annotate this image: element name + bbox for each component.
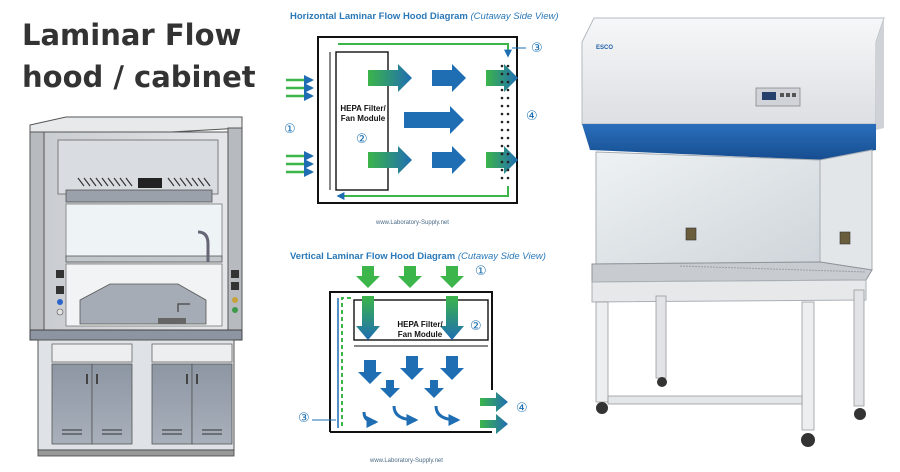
hood-display (138, 178, 162, 188)
cabinet-control-display (762, 92, 776, 100)
vertical-cabinet-outline (329, 291, 493, 432)
cabinet-socket-right (839, 231, 851, 245)
horizontal-filter-label-1: HEPA Filter/ (340, 104, 386, 113)
hood-drawer-right (151, 343, 233, 363)
hood-left-controls (56, 270, 64, 316)
vertical-laminar-arrows (358, 356, 464, 398)
hood-door-3 (151, 363, 193, 445)
vertical-diagram-title: Vertical Laminar Flow Hood Diagram (Cuta… (290, 251, 546, 262)
hood-left-side (29, 131, 45, 333)
vertical-filter-arrows (356, 296, 464, 340)
horizontal-callout-4: ④ (526, 109, 538, 124)
cabinet-chamber-back (595, 151, 821, 265)
vertical-title-text: Vertical Laminar Flow Hood Diagram (290, 251, 456, 262)
vertical-callout-2: ② (470, 319, 482, 334)
cabinet-grille-line (679, 265, 867, 273)
vertical-recirculation-path (341, 297, 352, 426)
cabinet-chamber-side (819, 149, 873, 271)
page-title: Laminar Flow hood / cabinet (22, 14, 256, 98)
horizontal-callout-2: ② (356, 132, 368, 147)
vertical-filter-label-2: Fan Module (397, 330, 443, 339)
vent-right (167, 177, 211, 187)
hood-sink (158, 318, 186, 324)
cabinet-socket-left (685, 227, 697, 241)
title-line-2: hood / cabinet (22, 60, 256, 94)
horizontal-callout-3: ③ (531, 41, 543, 56)
hood-baffle (65, 189, 213, 203)
cabinet-control-buttons (780, 93, 796, 97)
horizontal-cabinet-outline (317, 36, 518, 204)
horizontal-diagram-credit: www.Laboratory-Supply.net (376, 220, 449, 226)
cabinet-brand-logo: ESCO (596, 45, 614, 51)
horizontal-filter-label: HEPA Filter/ Fan Module (338, 104, 388, 124)
vertical-callout-4: ④ (516, 401, 528, 416)
cabinet-top-side (876, 18, 884, 130)
hood-sash-latch (197, 230, 210, 262)
horizontal-top-circulation (338, 43, 512, 58)
hood-door-vents (62, 429, 222, 435)
horizontal-callout-1: ① (284, 122, 296, 137)
cabinet-stand-leg-br (853, 289, 865, 407)
hood-door-4 (191, 363, 233, 445)
hood-door-2 (91, 363, 133, 445)
hood-door-1 (51, 363, 93, 445)
horizontal-diagram-title: Horizontal Laminar Flow Hood Diagram (Cu… (290, 11, 559, 22)
vertical-outflow-curves (362, 405, 461, 428)
horizontal-title-text: Horizontal Laminar Flow Hood Diagram (290, 11, 468, 22)
cabinet-stand-leg-fr (801, 301, 815, 431)
cabinet-lower-body (591, 279, 867, 303)
hood-faucet (177, 303, 190, 312)
horizontal-filter-label-2: Fan Module (340, 114, 386, 123)
cabinet-top-housing (581, 17, 885, 125)
horizontal-grille-dots (500, 64, 510, 180)
hood-drawer-left (51, 343, 133, 363)
laminar-cabinet-photo (581, 17, 885, 447)
fume-hood-illustration (29, 116, 243, 457)
hood-worktop (29, 329, 243, 341)
vertical-intake-arrows (356, 266, 464, 288)
title-line-1: Laminar Flow (22, 18, 242, 52)
cabinet-blue-band (582, 124, 876, 160)
vertical-filter-label: HEPA Filter/ Fan Module (386, 320, 454, 340)
cabinet-stand-leg-bl (655, 295, 667, 379)
vertical-diagram-credit: www.Laboratory-Supply.net (370, 458, 443, 464)
horizontal-flow-diagram (286, 36, 526, 204)
hood-door-handles (86, 374, 198, 384)
hood-plinth (37, 449, 235, 457)
vertical-callout-3: ③ (298, 411, 310, 426)
vertical-filter-label-1: HEPA Filter/ (397, 320, 443, 329)
horizontal-intake-arrows (286, 75, 314, 177)
vertical-subtitle-text: (Cutaway Side View) (457, 251, 546, 262)
horizontal-bottom-circulation (336, 186, 509, 200)
hood-back-baffle (79, 283, 207, 325)
hood-sash-glass (65, 203, 223, 259)
vertical-exit-arrows (480, 392, 508, 434)
hood-sash-handle (65, 255, 223, 263)
hood-right-controls (231, 270, 239, 313)
horizontal-laminar-arrows (368, 64, 518, 174)
cabinet-casters (596, 377, 866, 447)
horizontal-subtitle-text: (Cutaway Side View) (470, 11, 559, 22)
vertical-filter-module (353, 299, 489, 341)
cabinet-stand-leg-fl (595, 301, 609, 403)
cabinet-work-surface (591, 261, 873, 283)
vent-left (77, 177, 133, 187)
vertical-callout-1: ① (475, 264, 487, 279)
vertical-flow-diagram (312, 266, 508, 434)
cabinet-stand-crossbar (607, 395, 803, 405)
